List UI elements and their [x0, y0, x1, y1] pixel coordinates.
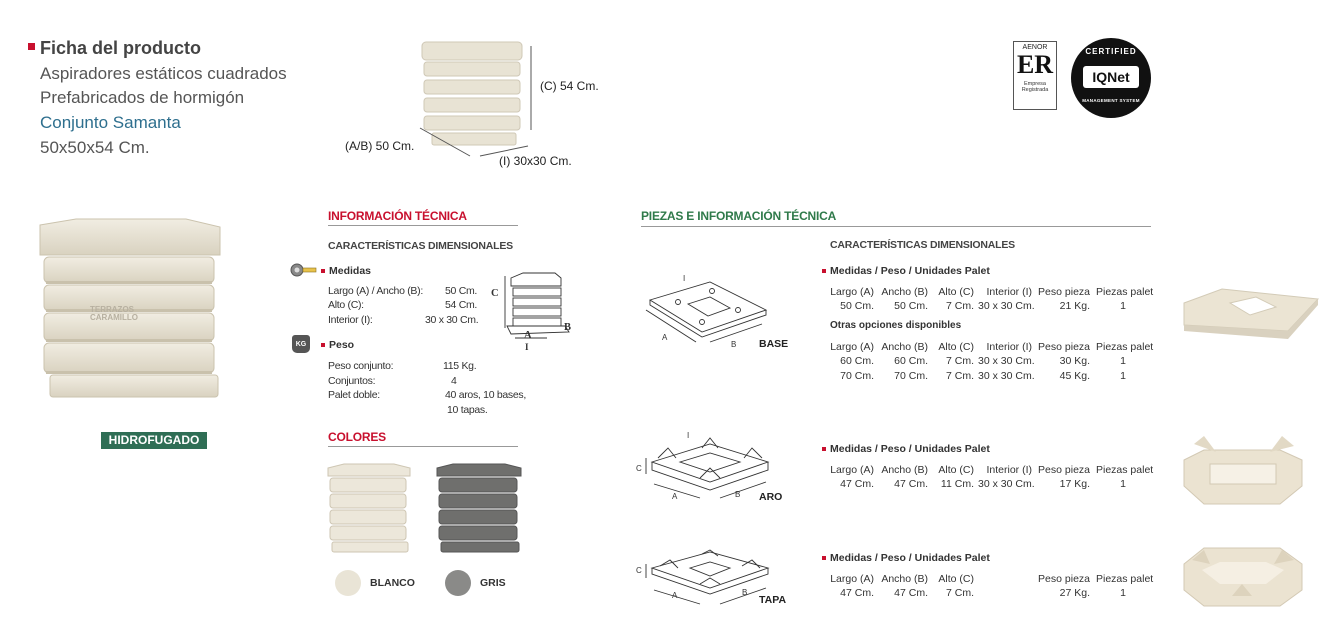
- tapa-drawing: [645, 549, 770, 605]
- tapa-photo: [1183, 547, 1303, 607]
- medida-row-3-val: 30 x 30 Cm.: [425, 314, 479, 326]
- info-section-rule: [328, 225, 518, 226]
- dim-ab-label: (A/B) 50 Cm.: [345, 139, 415, 153]
- grey-variant-image: [436, 463, 522, 553]
- peso-bullet: [321, 343, 325, 348]
- watermark-text: TERRAZOS CARAMILLO: [90, 305, 138, 322]
- white-swatch[interactable]: [335, 570, 361, 596]
- pieces-section-rule: [641, 226, 1151, 227]
- dim-c-label: (C) 54 Cm.: [540, 79, 599, 93]
- peso-row-2-key: Conjuntos:: [328, 375, 376, 387]
- aro-c-letter: C: [636, 464, 642, 473]
- peso-row-1-val: 115 Kg.: [443, 360, 477, 372]
- base-label: BASE: [759, 338, 789, 350]
- peso-row-2-val: 4: [451, 375, 457, 387]
- base-photo: [1183, 288, 1320, 339]
- main-product-image: [39, 218, 221, 398]
- diagram-c-letter: C: [491, 288, 499, 299]
- product-line-2: Prefabricados de hormigón: [40, 88, 245, 107]
- product-line-1: Aspiradores estáticos cuadrados: [40, 64, 287, 83]
- product-line-4: 50x50x54 Cm.: [40, 138, 150, 157]
- dim-i-label: (I) 30x30 Cm.: [499, 154, 572, 168]
- medida-row-1-key: Largo (A) / Ancho (B):: [328, 285, 423, 297]
- aro-heading: Medidas / Peso / Unidades Palet: [822, 443, 990, 455]
- tapa-heading: Medidas / Peso / Unidades Palet: [822, 552, 990, 564]
- header-bullet: [28, 43, 35, 50]
- peso-row-4-val: 10 tapas.: [447, 404, 488, 416]
- medidas-bullet: [321, 269, 325, 274]
- aro-photo: [1183, 436, 1303, 505]
- hero-product-image: [419, 41, 529, 157]
- peso-row-3-val: 40 aros, 10 bases,: [445, 389, 526, 401]
- page-title: Ficha del producto: [40, 38, 202, 58]
- pieces-subtitle: CARACTERÍSTICAS DIMENSIONALES: [830, 239, 1015, 251]
- white-variant-image: [327, 463, 411, 553]
- tapa-label: TAPA: [759, 594, 787, 606]
- tapa-c-letter: C: [636, 566, 642, 575]
- aro-b-letter: B: [735, 490, 741, 499]
- medidas-label: Medidas: [321, 265, 371, 277]
- aro-a-letter: A: [672, 492, 678, 501]
- diagram-a-letter: A: [524, 330, 532, 341]
- grey-color-name: GRIS: [480, 577, 506, 589]
- iqnet-logo: CERTIFIED IQNet MANAGEMENT SYSTEM: [1071, 38, 1151, 118]
- base-b-letter: B: [731, 340, 737, 349]
- product-line-3: Conjunto Samanta: [40, 113, 181, 132]
- aro-table: Largo (A) Ancho (B) Alto (C) Interior (I…: [830, 464, 1154, 490]
- base-heading: Medidas / Peso / Unidades Palet: [822, 265, 990, 277]
- peso-label: Peso: [321, 339, 354, 351]
- diagram-b-letter: B: [564, 322, 572, 333]
- weight-icon: KG: [292, 335, 310, 353]
- base-other-title: Otras opciones disponibles: [830, 320, 962, 331]
- tapa-table: Largo (A) Ancho (B) Alto (C) Peso pieza …: [830, 573, 1154, 599]
- base-table: Largo (A) Ancho (B) Alto (C) Interior (I…: [830, 286, 1154, 312]
- diagram-i-letter: I: [525, 342, 529, 352]
- medida-row-2-key: Alto (C):: [328, 299, 364, 311]
- aenor-mark: ER: [1016, 50, 1054, 79]
- aro-i-letter: I: [687, 431, 689, 440]
- tapa-a-letter: A: [672, 591, 678, 600]
- white-color-name: BLANCO: [370, 577, 415, 589]
- medida-row-1-val: 50 Cm.: [445, 285, 478, 297]
- tapa-b-letter: B: [742, 588, 748, 597]
- pieces-section-title: PIEZAS E INFORMACIÓN TÉCNICA: [641, 209, 837, 223]
- peso-row-1-key: Peso conjunto:: [328, 360, 394, 372]
- aenor-logo: AENOR ER Empresa Registrada: [1013, 41, 1057, 110]
- aro-label: ARO: [759, 491, 783, 503]
- info-section-title: INFORMACIÓN TÉCNICA: [328, 209, 467, 223]
- grey-swatch[interactable]: [445, 570, 471, 596]
- colors-section-rule: [328, 446, 518, 447]
- colors-section-title: COLORES: [328, 430, 386, 444]
- base-a-letter: A: [662, 333, 668, 342]
- base-other-table: Largo (A) Ancho (B) Alto (C) Interior (I…: [830, 341, 1154, 382]
- iqnet-mark: IQNet: [1083, 66, 1139, 88]
- medida-row-2-val: 54 Cm.: [445, 299, 478, 311]
- height-dimension-line: [530, 46, 532, 130]
- peso-row-3-key: Palet doble:: [328, 389, 380, 401]
- aenor-text: AENOR: [1022, 44, 1048, 51]
- dimension-diagram: [504, 272, 570, 339]
- base-i-letter: I: [683, 274, 685, 283]
- aro-drawing: [645, 437, 770, 499]
- medida-row-3-key: Interior (I):: [328, 314, 373, 326]
- tape-measure-icon: [290, 263, 317, 277]
- info-subtitle: CARACTERÍSTICAS DIMENSIONALES: [328, 240, 513, 252]
- base-drawing: [645, 281, 768, 343]
- hidrofugado-badge: HIDROFUGADO: [101, 432, 207, 449]
